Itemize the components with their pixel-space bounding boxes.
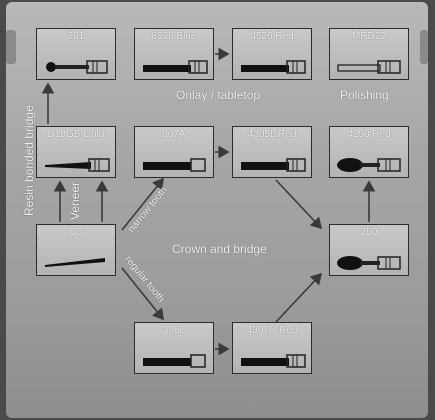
bur-250-box: 250 [329,224,409,276]
bur-4250-box: 4250 Red [329,126,409,178]
bur-4305l-box: 4305L Red [232,126,312,178]
bur-icon [135,29,213,79]
bur-icon [330,225,408,275]
bur-d18gb-box: D18GB Gold [36,126,116,178]
bur-icon [330,127,408,177]
bur-icon [135,127,213,177]
crown-and-bridge-label: Crown and bridge [172,242,267,256]
bur-icon [233,127,311,177]
bur-4307n-box: 4307N Red [232,322,312,374]
bur-icon [37,225,115,275]
arrow-4307n-to-250 [276,274,321,322]
instrument-tray: 201 8526 Blue 4526 Red MRD22 [6,2,428,418]
bur-8526-box: 8526 Blue [134,28,214,80]
bur-icon [330,29,408,79]
bur-icon [233,323,311,373]
bur-201-box: 201 [36,28,116,80]
bur-icon [233,29,311,79]
bur-mrd22-box: MRD22 [329,28,409,80]
bur-icon [37,29,115,79]
bur-d3-box: D3 [36,224,116,276]
bur-307a-box: 307A [134,126,214,178]
arrow-4305l-to-250 [276,180,321,228]
bur-4526-box: 4526 Red [232,28,312,80]
polishing-label: Polishing [340,88,389,102]
bur-305l-box: 305L [134,322,214,374]
bur-icon [135,323,213,373]
bur-icon [37,127,115,177]
onlay-tabletop-label: Onlay / tabletop [176,88,260,102]
resin-bonded-bridge-label: Resin bonded bridge [22,105,36,216]
veneer-label: Veneer [68,182,82,220]
